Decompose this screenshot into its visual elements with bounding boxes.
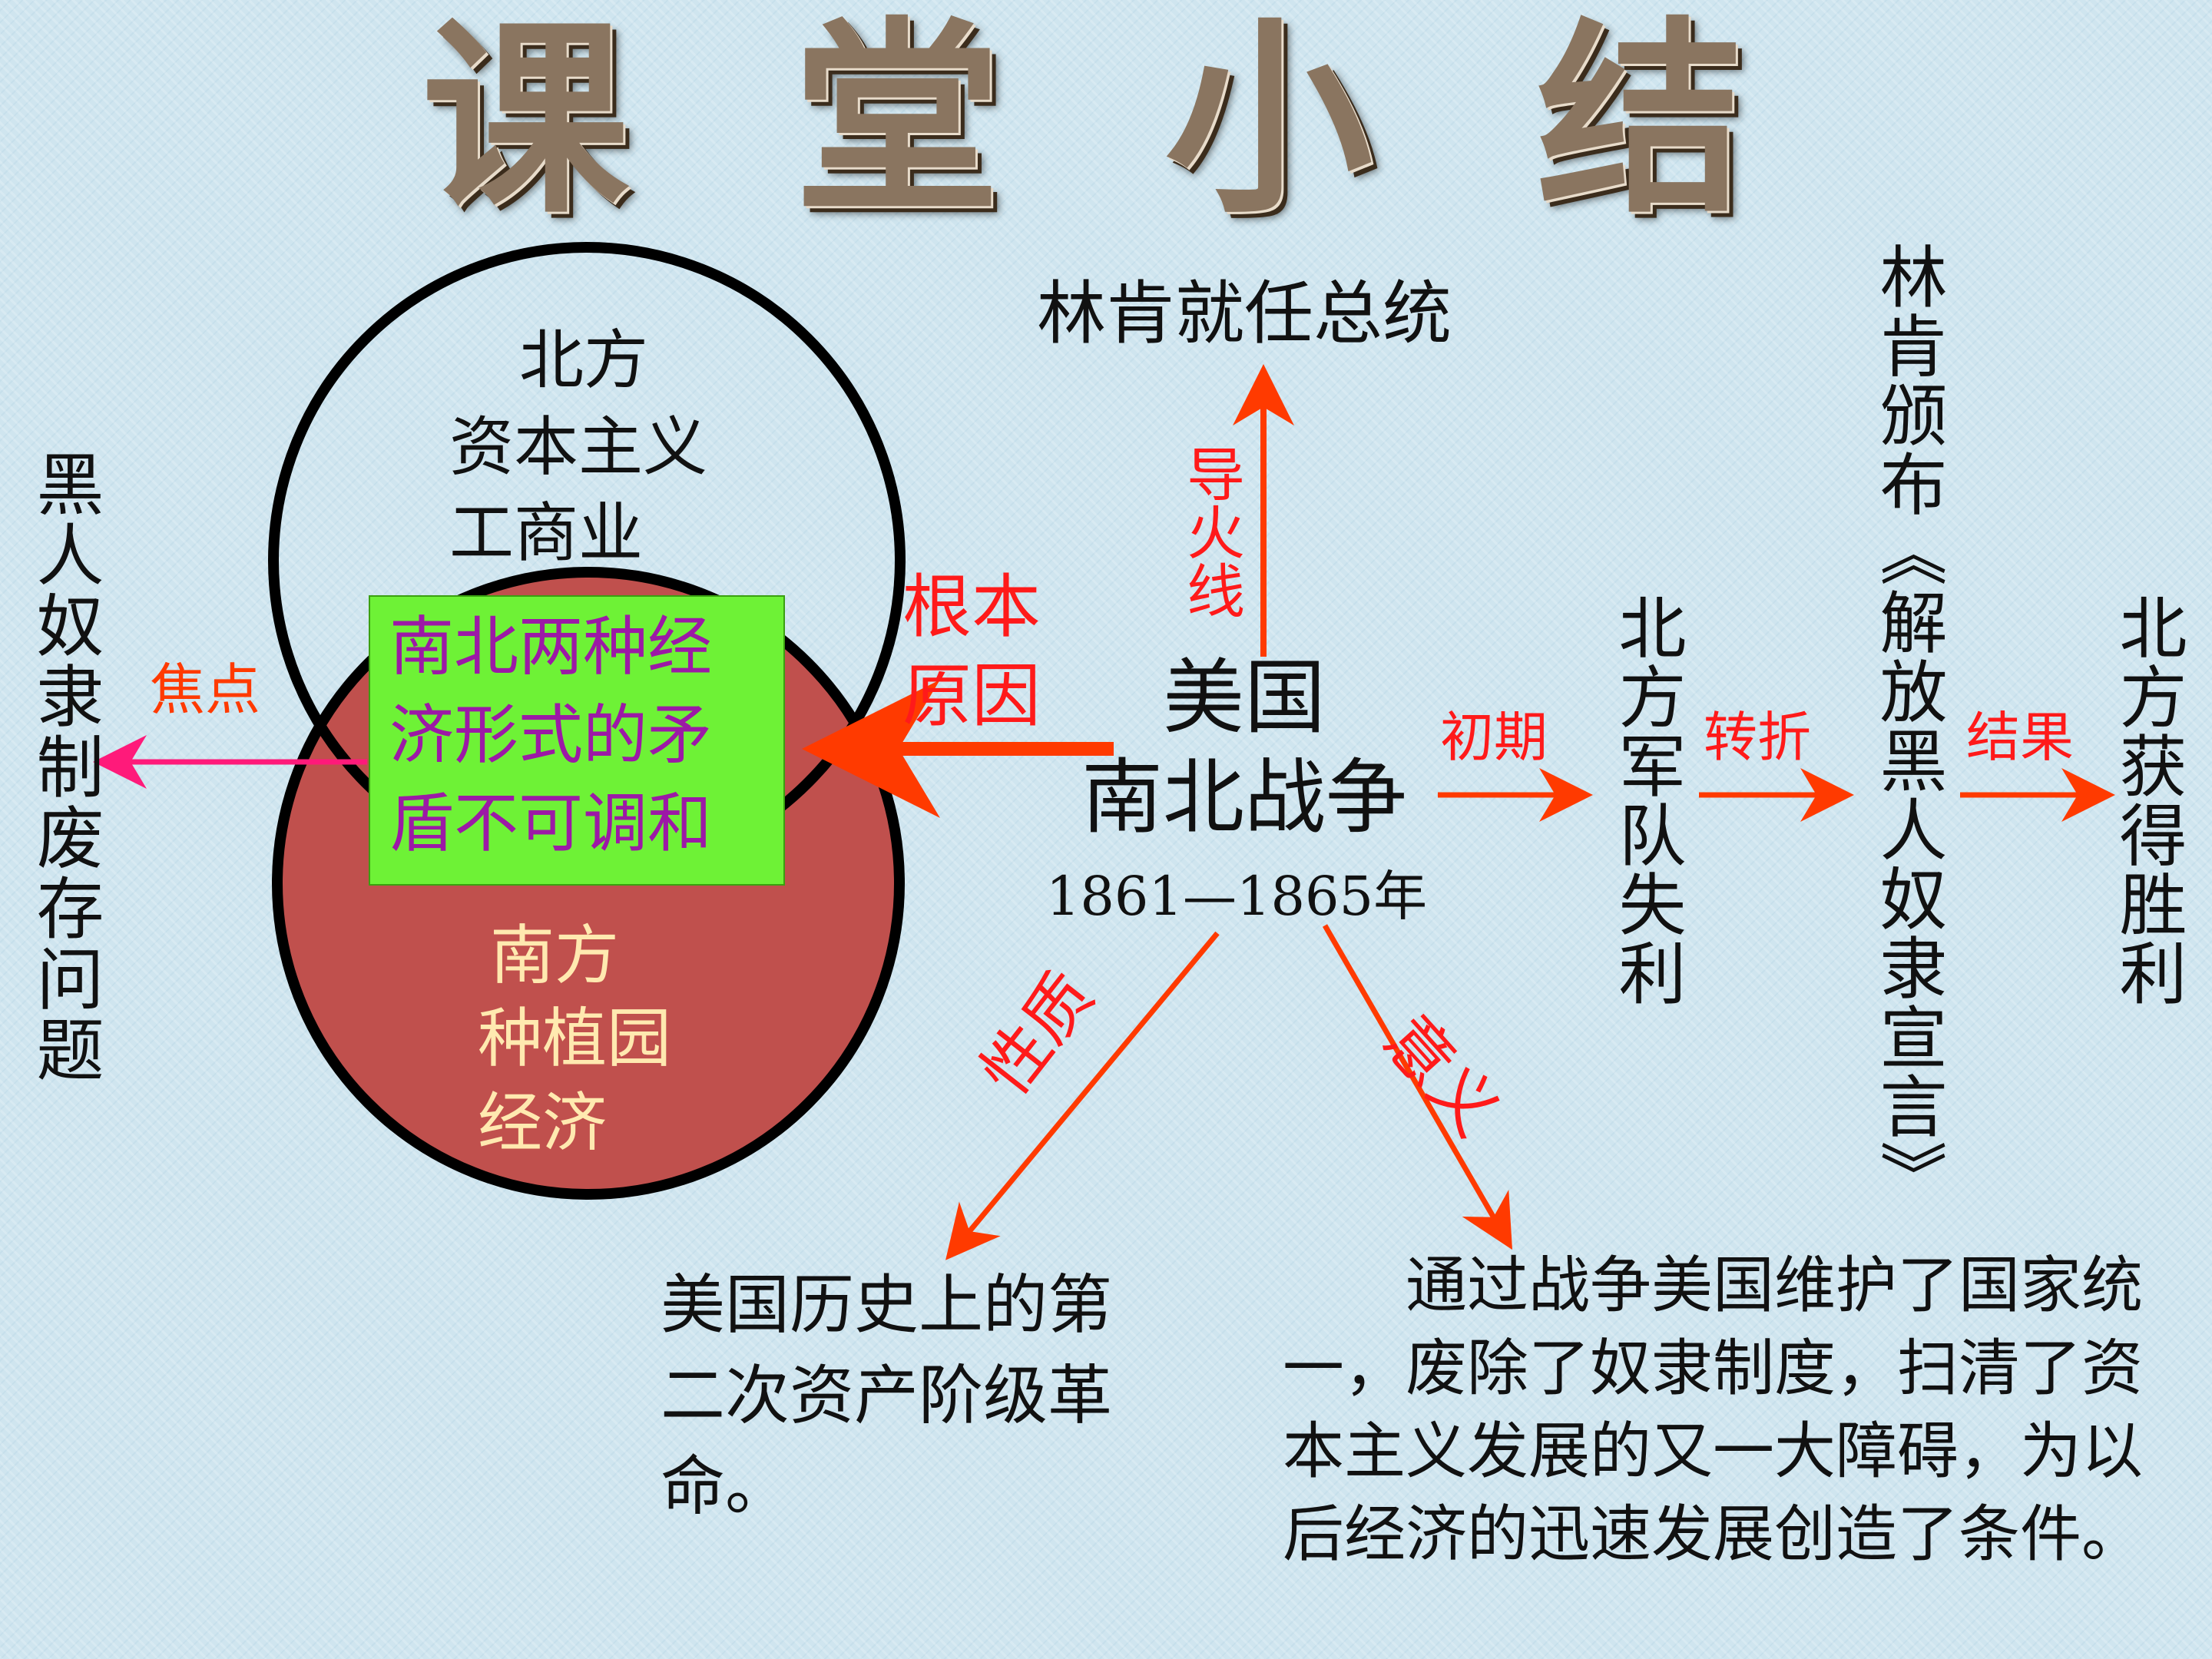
north-line3: 工商业 <box>449 495 644 571</box>
contradiction-box: 南北两种经济形式的矛盾不可调和 <box>369 595 785 886</box>
root-cause-line1: 根本 <box>902 567 1041 647</box>
fuse-label: 导火线 <box>1177 444 1245 619</box>
proclamation: 林肯颁布《解放黑人奴隶宣言》 <box>1869 242 1948 1210</box>
arrow-significance <box>1322 924 1513 1250</box>
center-line1: 美国 <box>1163 651 1326 745</box>
root-cause-line2: 原因 <box>902 656 1041 737</box>
focus-label: 焦点 <box>150 657 261 722</box>
arrow-nature <box>945 931 1220 1260</box>
south-line1: 南方 <box>490 918 620 993</box>
slavery-issue: 黑人奴隶制废存问题 <box>25 449 104 1085</box>
north-line1: 北方 <box>518 323 648 398</box>
south-line3: 经济 <box>478 1085 608 1161</box>
south-line2: 种植园 <box>478 1001 672 1076</box>
north-victory: 北方获得胜利 <box>2108 593 2187 1008</box>
turning-label: 转折 <box>1704 706 1811 769</box>
result-label: 结果 <box>1966 706 2074 769</box>
significance-text: 通过战争美国维护了国家统一，废除了奴隶制度，扫清了资本主义发展的又一大障碍，为以… <box>1283 1250 2143 1570</box>
north-line2: 资本主义 <box>449 409 708 485</box>
center-line2: 南北战争 <box>1081 750 1407 845</box>
north-defeat: 北方军队失利 <box>1608 593 1687 1008</box>
nature-text: 美国历史上的第二次资产阶级革命。 <box>661 1267 1113 1524</box>
center-years: 1861—1865年 <box>1045 865 1428 928</box>
page-title: 课 堂 小 结 <box>422 0 1790 241</box>
lincoln-president: 林肯就任总统 <box>1037 273 1452 354</box>
early-label: 初期 <box>1440 706 1548 769</box>
